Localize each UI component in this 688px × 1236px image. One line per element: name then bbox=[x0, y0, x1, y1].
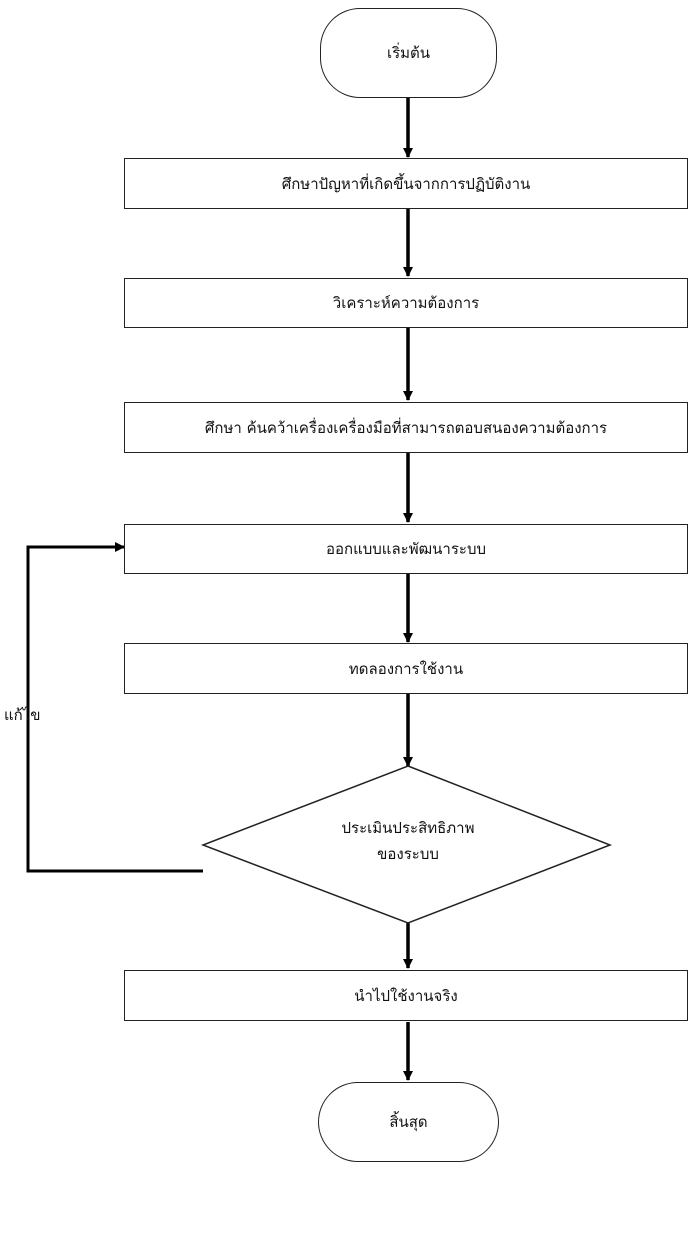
step-analyze-requirements: วิเคราะห์ความต้องการ bbox=[124, 278, 688, 328]
decision-label-line2: ของระบบ bbox=[377, 845, 439, 864]
step-research-tools-label: ศึกษา ค้นคว้าเครื่องเครื่องมือที่สามารถต… bbox=[204, 418, 608, 437]
start-label: เริ่มต้น bbox=[386, 44, 431, 62]
step-study-problems: ศึกษาปัญหาที่เกิดขึ้นจากการปฏิบัติงาน bbox=[124, 158, 688, 209]
decision-label-line1: ประเมินประสิทธิภาพ bbox=[341, 819, 475, 837]
loop-back-label: แก้ไข bbox=[4, 706, 41, 724]
step-design-develop-label: ออกแบบและพัฒนาระบบ bbox=[326, 540, 486, 558]
step-deploy-label: นำไปใช้งานจริง bbox=[354, 986, 458, 1005]
end-terminal: สิ้นสุด bbox=[318, 1082, 499, 1162]
step-trial-use: ทดลองการใช้งาน bbox=[124, 643, 688, 694]
decision-diamond bbox=[200, 765, 613, 924]
decision-label: ประเมินประสิทธิภาพ ของระบบ bbox=[258, 815, 558, 868]
step-trial-use-label: ทดลองการใช้งาน bbox=[348, 659, 464, 678]
end-label: สิ้นสุด bbox=[389, 1113, 428, 1131]
step-design-develop: ออกแบบและพัฒนาระบบ bbox=[124, 524, 688, 574]
loop-back-connector bbox=[26, 542, 203, 873]
step-research-tools: ศึกษา ค้นคว้าเครื่องเครื่องมือที่สามารถต… bbox=[124, 402, 688, 453]
step-deploy: นำไปใช้งานจริง bbox=[124, 970, 688, 1021]
step-analyze-requirements-label: วิเคราะห์ความต้องการ bbox=[332, 294, 480, 312]
start-terminal: เริ่มต้น bbox=[320, 8, 497, 98]
step-study-problems-label: ศึกษาปัญหาที่เกิดขึ้นจากการปฏิบัติงาน bbox=[281, 174, 531, 193]
